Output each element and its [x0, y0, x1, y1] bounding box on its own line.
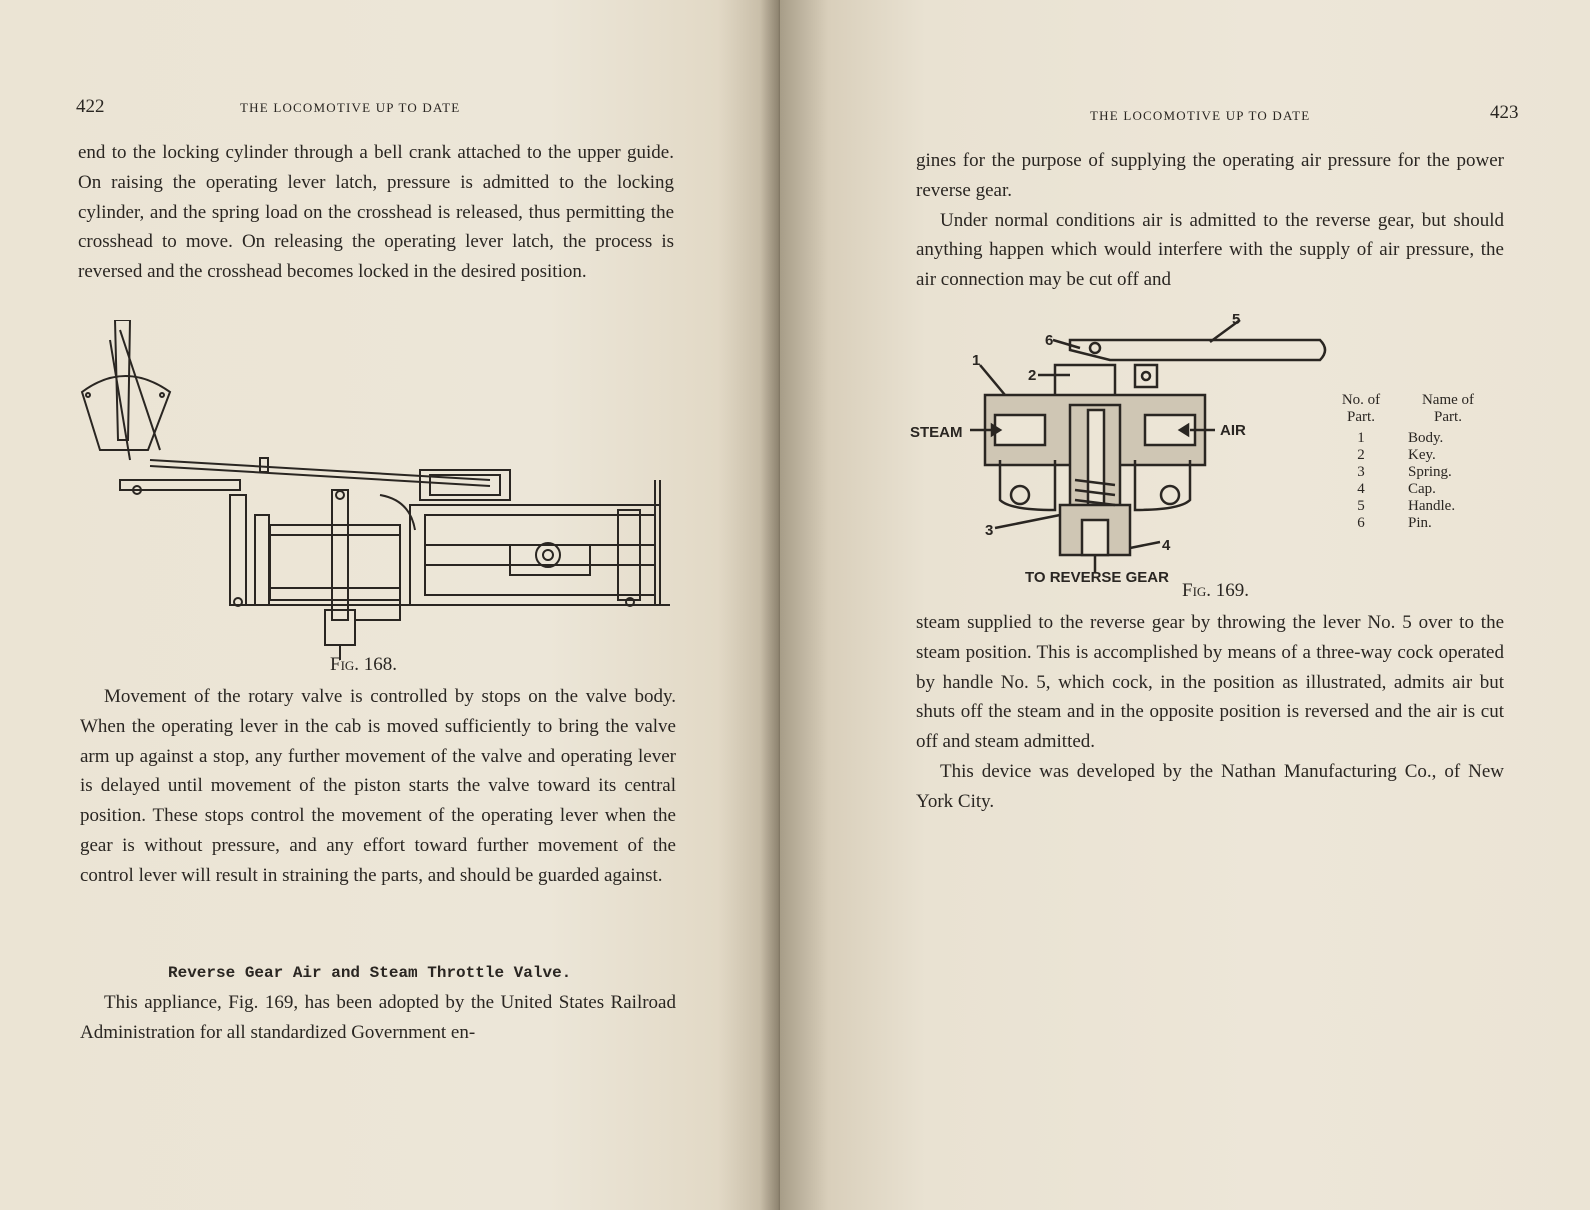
callout-1: 1: [972, 352, 980, 369]
part-no: 4: [1357, 481, 1365, 497]
part-name: Pin.: [1408, 515, 1432, 531]
part-no: 2: [1357, 447, 1365, 463]
running-head: THE LOCOMOTIVE UP TO DATE: [1090, 108, 1311, 123]
right-page: THE LOCOMOTIVE UP TO DATE 423 gines for …: [780, 0, 1590, 1210]
part-name: Handle.: [1408, 498, 1456, 514]
body-paragraph: gines for the purpose of supplying the o…: [916, 146, 1504, 295]
part-name: Body.: [1408, 430, 1444, 446]
figure-169-caption: Fig. 169.: [1182, 580, 1250, 601]
callout-4: 4: [1162, 537, 1171, 554]
figure-168-caption: Fig. 168.: [330, 654, 398, 675]
part-name: Spring.: [1408, 464, 1452, 480]
paragraph-3: steam supplied to the reverse gear by th…: [916, 612, 1504, 753]
section-heading: Reverse Gear Air and Steam Throttle Valv…: [168, 964, 572, 982]
parts-header-name: Name of Part.: [1421, 392, 1475, 425]
to-reverse-gear-label: TO REVERSE GEAR: [1025, 569, 1169, 586]
parts-header-no: No. of Part.: [1341, 392, 1381, 425]
left-page: 422 THE LOCOMOTIVE UP TO DATE end to the…: [0, 0, 780, 1210]
body-paragraph: This appliance, Fig. 169, has been adopt…: [80, 988, 676, 1048]
paragraph-2: Under normal conditions air is admitted …: [916, 209, 1504, 291]
part-no: 5: [1357, 498, 1365, 514]
body-paragraph: end to the locking cylinder through a be…: [78, 138, 674, 287]
page-number: 422: [76, 96, 105, 117]
paragraph-1: gines for the purpose of supplying the o…: [916, 150, 1504, 201]
paragraph-4: This device was developed by the Nathan …: [916, 760, 1504, 812]
part-no: 1: [1357, 430, 1365, 446]
air-label: AIR: [1220, 422, 1246, 439]
callout-5: 5: [1232, 311, 1240, 328]
callout-2: 2: [1028, 367, 1036, 384]
callout-3: 3: [985, 522, 993, 539]
part-name: Cap.: [1408, 481, 1436, 497]
callout-6: 6: [1045, 332, 1053, 349]
page-number: 423: [1490, 102, 1519, 123]
part-no: 3: [1357, 464, 1365, 480]
running-head: THE LOCOMOTIVE UP TO DATE: [240, 100, 461, 115]
body-paragraph: Movement of the rotary valve is controll…: [80, 682, 676, 891]
paragraph-2: Movement of the rotary valve is controll…: [80, 686, 676, 886]
part-name: Key.: [1408, 447, 1436, 463]
paragraph-3: This appliance, Fig. 169, has been adopt…: [80, 992, 676, 1043]
paragraph-1: end to the locking cylinder through a be…: [78, 142, 674, 283]
body-paragraph: steam supplied to the reverse gear by th…: [916, 608, 1504, 817]
steam-label: STEAM: [910, 424, 963, 441]
part-no: 6: [1357, 515, 1365, 531]
figure-168-drawing: [80, 320, 670, 660]
figure-169-drawing: STEAM AIR TO REVERSE GEAR 1 2 3 4 5 6: [910, 311, 1327, 586]
